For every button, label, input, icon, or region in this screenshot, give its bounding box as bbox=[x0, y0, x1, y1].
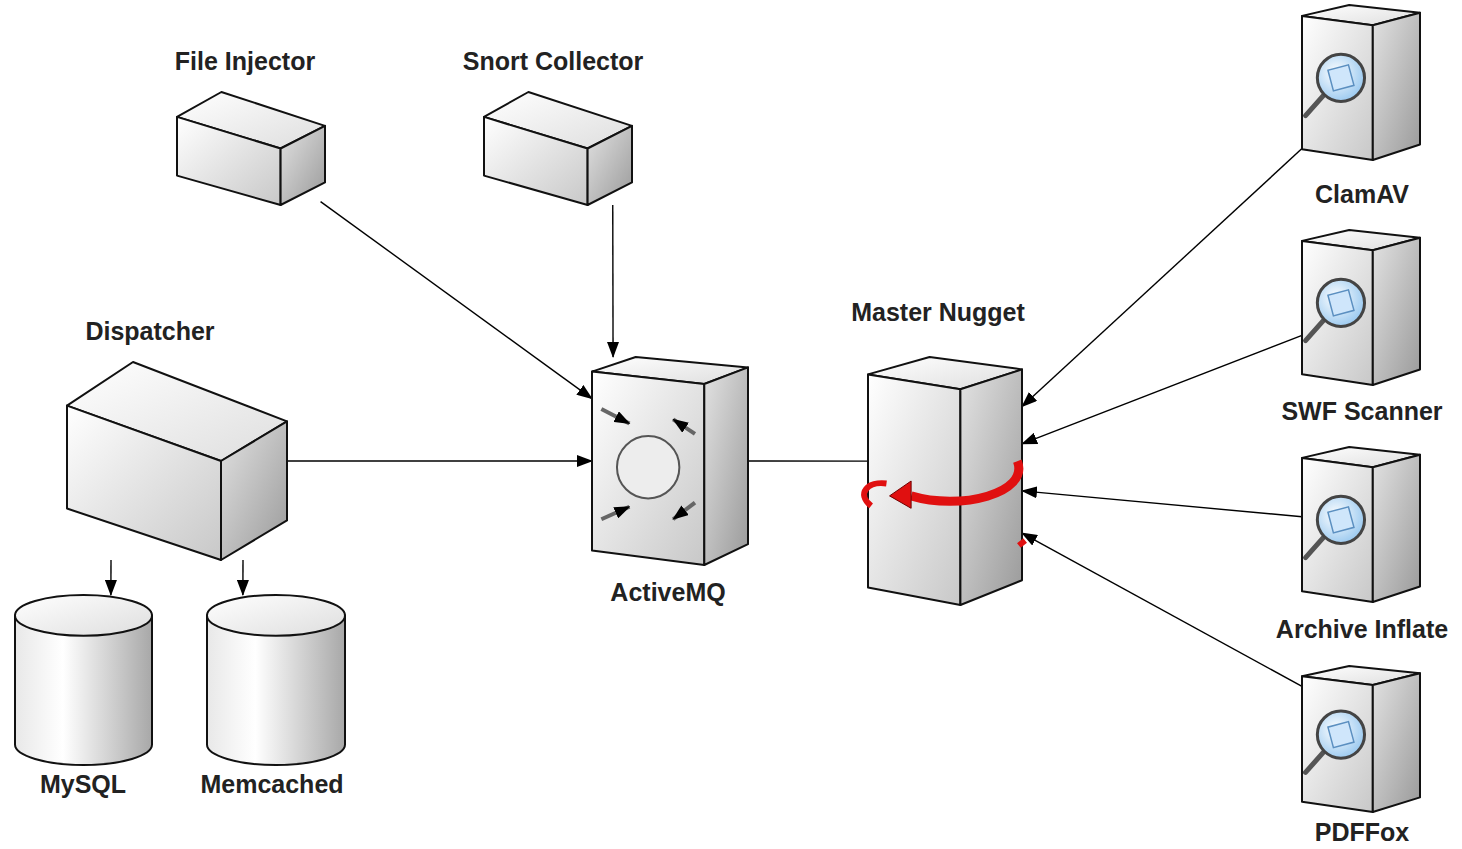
scanner-server: SWF Scanner bbox=[1302, 230, 1420, 385]
node-label: Dispatcher bbox=[85, 318, 214, 346]
database-cylinder: Memcached bbox=[207, 595, 345, 765]
connector-arrow bbox=[1022, 335, 1302, 443]
node-shape bbox=[1302, 5, 1420, 160]
process-box: Snort Collector bbox=[484, 92, 632, 205]
node-shape bbox=[1302, 447, 1420, 602]
node-label: ClamAV bbox=[1315, 181, 1409, 209]
scanner-server: ClamAV bbox=[1302, 5, 1420, 160]
connector-arrow bbox=[110, 560, 111, 595]
connector-arrow bbox=[1022, 140, 1311, 407]
node-shape bbox=[15, 595, 152, 765]
node-shape bbox=[67, 362, 287, 560]
connector-arrow bbox=[287, 460, 592, 461]
node-shape bbox=[177, 92, 325, 205]
node-label: MySQL bbox=[40, 771, 126, 799]
node-label: Snort Collector bbox=[463, 48, 644, 76]
scanner-server: Archive Inflate bbox=[1302, 447, 1420, 602]
server-box: Master Nugget bbox=[868, 357, 1022, 605]
node-shape bbox=[592, 357, 748, 565]
node-label: PDFFox bbox=[1315, 819, 1409, 847]
node-shape bbox=[1302, 230, 1420, 385]
connector-arrow bbox=[1022, 533, 1302, 686]
database-cylinder: MySQL bbox=[15, 595, 152, 765]
server-box: ActiveMQ bbox=[592, 357, 748, 565]
process-box: Dispatcher bbox=[67, 362, 287, 560]
node-label: Archive Inflate bbox=[1276, 616, 1448, 644]
node-label: Memcached bbox=[200, 771, 343, 799]
node-shape bbox=[484, 92, 632, 205]
connector-arrow bbox=[242, 560, 244, 595]
node-shape bbox=[207, 595, 345, 765]
connector-arrow bbox=[1022, 491, 1302, 517]
scanner-server: PDFFox bbox=[1302, 666, 1420, 812]
node-label: File Injector bbox=[175, 48, 315, 76]
node-shape bbox=[1302, 666, 1420, 812]
node-label: SWF Scanner bbox=[1281, 398, 1442, 426]
node-label: ActiveMQ bbox=[610, 579, 725, 607]
node-shape bbox=[868, 357, 1022, 605]
connector-arrow bbox=[321, 202, 592, 399]
process-box: File Injector bbox=[177, 92, 325, 205]
connector-arrow bbox=[612, 205, 614, 357]
connector-arrow bbox=[748, 460, 868, 462]
node-label: Master Nugget bbox=[851, 299, 1025, 327]
